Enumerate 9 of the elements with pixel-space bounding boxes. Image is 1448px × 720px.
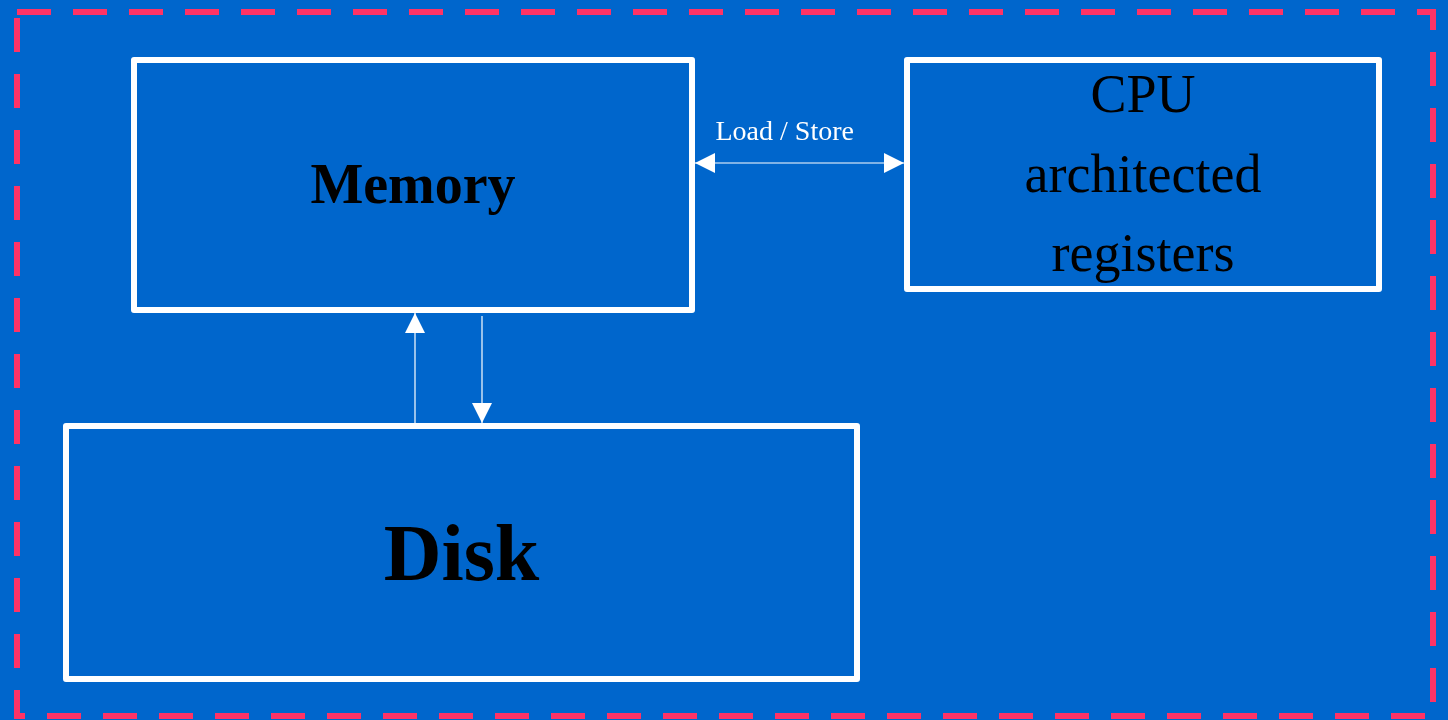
process-box — [63, 423, 860, 682]
node-label: Disk — [383, 507, 540, 599]
arrow — [405, 312, 425, 424]
process-box — [904, 57, 1382, 292]
process-box — [131, 57, 695, 313]
node-label: CPU architected registers — [1023, 62, 1263, 286]
node-label: Memory — [310, 152, 516, 218]
arrow — [694, 153, 905, 173]
arrow — [472, 315, 492, 424]
